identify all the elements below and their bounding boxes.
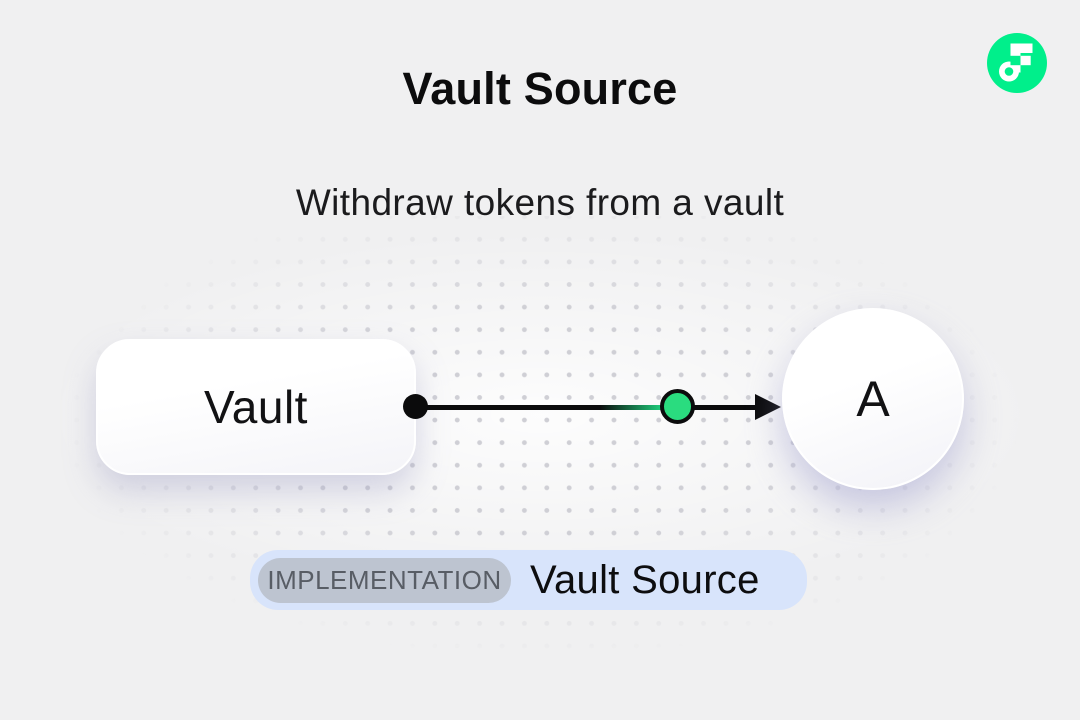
edge-start-dot bbox=[403, 394, 428, 419]
recipient-node: A bbox=[782, 308, 964, 490]
edge-green-fade bbox=[600, 405, 662, 410]
vault-node-label: Vault bbox=[204, 381, 308, 433]
vault-node: Vault bbox=[96, 339, 416, 475]
recipient-node-label: A bbox=[856, 371, 890, 427]
token-dot bbox=[660, 389, 695, 424]
flow-logo-icon bbox=[987, 33, 1047, 93]
edge-line bbox=[415, 405, 765, 410]
page-title: Vault Source bbox=[402, 63, 678, 114]
edge-arrowhead-icon bbox=[755, 394, 781, 420]
implementation-badge: IMPLEMENTATION Vault Source bbox=[250, 550, 807, 610]
implementation-tag: IMPLEMENTATION bbox=[258, 557, 511, 603]
implementation-label: Vault Source bbox=[530, 557, 760, 602]
page-subtitle: Withdraw tokens from a vault bbox=[295, 182, 785, 223]
